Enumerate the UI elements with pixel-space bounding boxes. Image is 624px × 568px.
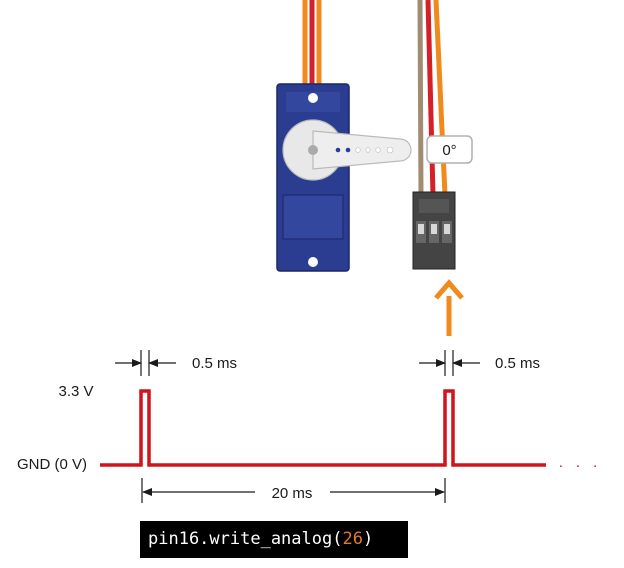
code-argument: 26	[342, 529, 363, 549]
pulse-width-dimension-2: 0.5 ms	[419, 350, 540, 376]
cable-exit-icon	[308, 93, 318, 103]
servo-horn	[312, 130, 412, 170]
code-suffix: )	[362, 529, 374, 549]
period-dimension: 20 ms	[141, 478, 446, 503]
servo-top-wires	[302, 0, 322, 95]
pwm-waveform	[100, 389, 546, 467]
mount-hole-icon	[308, 257, 318, 267]
pulse-width-label-1: 0.5 ms	[192, 355, 237, 372]
gnd-label: GND (0 V)	[17, 456, 87, 473]
signal-arrow	[434, 279, 464, 336]
angle-label: 0°	[442, 142, 456, 159]
high-level-label: 3.3 V	[58, 383, 93, 400]
servo-connector	[412, 191, 456, 270]
waveform-continuation: · · ·	[558, 457, 601, 474]
connector-wires	[417, 0, 448, 196]
period-label: 20 ms	[272, 485, 313, 502]
pulse-width-dimension-1: 0.5 ms	[115, 350, 237, 376]
code-snippet: pin16.write_analog(26)	[140, 521, 408, 558]
code-prefix: pin16.write_analog(	[148, 529, 343, 549]
pulse-width-label-2: 0.5 ms	[495, 355, 540, 372]
angle-label-box: 0°	[426, 135, 473, 164]
servo-motor	[276, 83, 412, 272]
